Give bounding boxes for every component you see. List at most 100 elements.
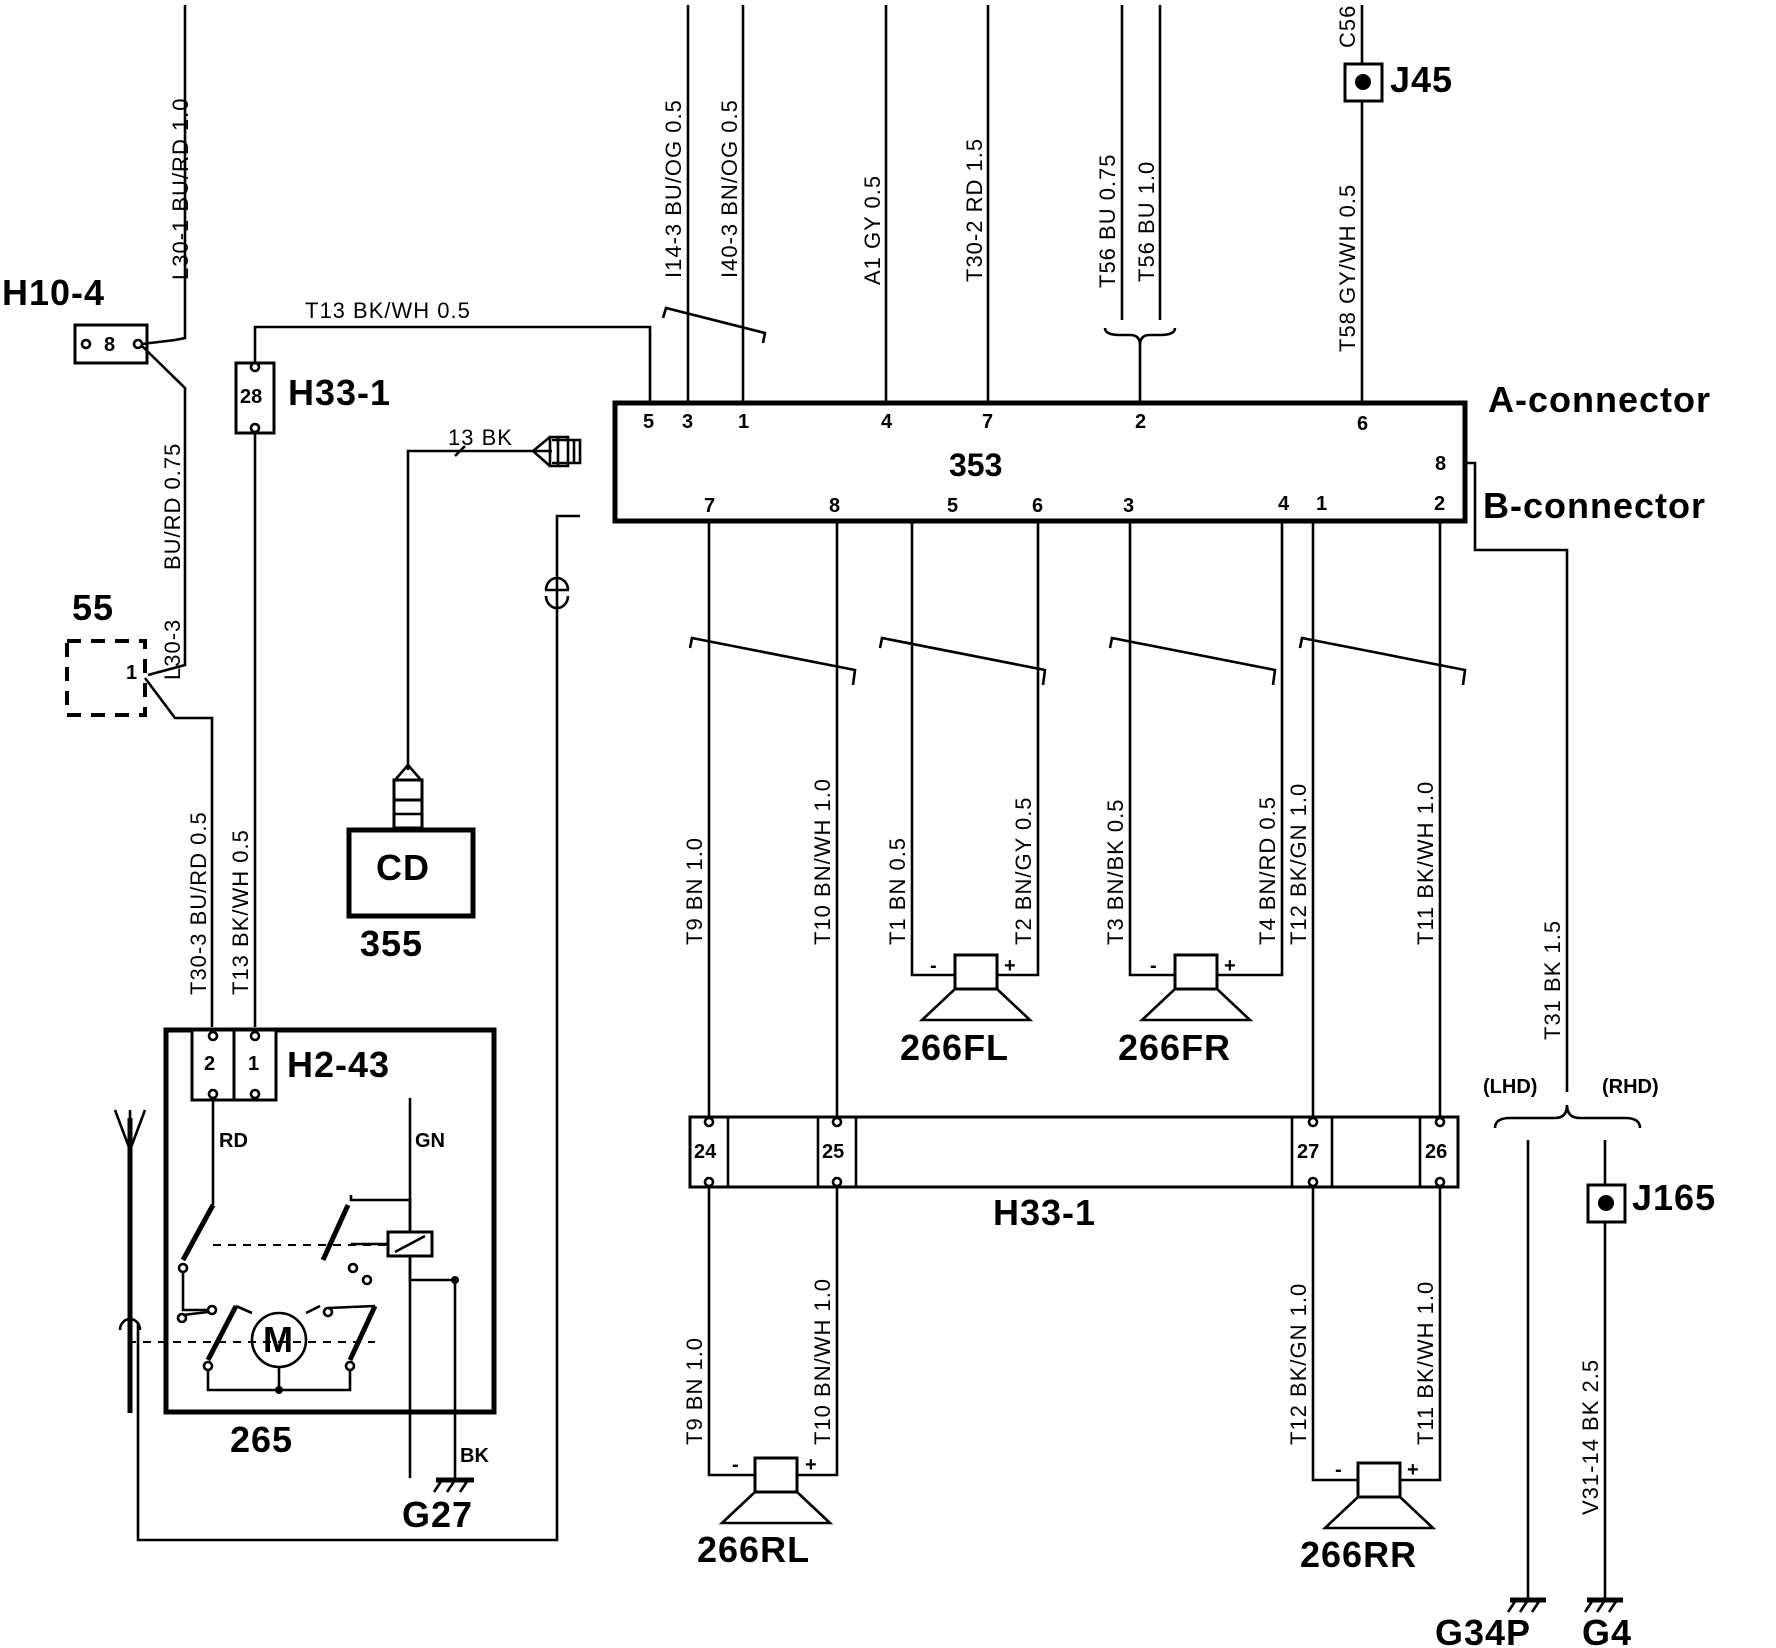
b-pin-8: 8 — [829, 495, 840, 517]
b-connector-label: B-connector — [1483, 485, 1706, 526]
cd-plug-connector — [530, 435, 582, 468]
wire-bu-rd-075: BU/RD 0.75 — [160, 443, 185, 570]
a-pin-1: 1 — [738, 411, 749, 433]
lhd-label: (LHD) — [1483, 1076, 1537, 1098]
speaker-rl-plus: + — [805, 1454, 817, 1476]
wire-i14-3: I14-3 BU/OG 0.5 — [661, 99, 686, 278]
speaker-rl-minus: - — [732, 1454, 739, 1476]
wire-t2: T2 BN/GY 0.5 — [1011, 796, 1036, 945]
b-pin-7: 7 — [704, 495, 715, 517]
wire-l30-1: L30-1 BU/RD 1.0 — [168, 97, 193, 280]
wire-t4: T4 BN/RD 0.5 — [1255, 796, 1280, 945]
ground-g27-label: G27 — [402, 1494, 473, 1535]
wire-t12-lower: T12 BK/GN 1.0 — [1286, 1283, 1311, 1445]
wire-t13-top: T13 BK/WH 0.5 — [305, 298, 471, 323]
h33-1-bottom-label: H33-1 — [993, 1192, 1096, 1233]
b-pin-3: 3 — [1123, 495, 1134, 517]
a-pin-7: 7 — [982, 411, 993, 433]
speaker-fr-plus: + — [1224, 955, 1236, 977]
motor-pin-2: 2 — [204, 1053, 215, 1075]
speaker-rr-minus: - — [1335, 1459, 1342, 1481]
wire-t1: T1 BN 0.5 — [885, 837, 910, 945]
h33-pin-26: 26 — [1425, 1141, 1447, 1163]
speaker-fr-minus: - — [1150, 955, 1157, 977]
junction-j165: J165 — [1586, 1177, 1716, 1224]
wire-t56-a: T56 BU 0.75 — [1095, 153, 1120, 288]
wire-t11-lower: T11 BK/WH 1.0 — [1413, 1281, 1438, 1445]
junction-j165-label: J165 — [1632, 1177, 1716, 1218]
a-pin-8: 8 — [1435, 453, 1446, 475]
ground-g34p-label: G34P — [1435, 1612, 1531, 1648]
motor-m-label: M — [263, 1319, 294, 1360]
wire-l30-3: L30-3 — [160, 619, 185, 680]
a-connector-label: A-connector — [1488, 379, 1711, 420]
a-pin-6: 6 — [1357, 413, 1368, 435]
wire-t9-upper: T9 BN 1.0 — [682, 837, 707, 945]
rhd-label: (RHD) — [1602, 1076, 1659, 1098]
lhd-rhd-branch: (LHD) (RHD) — [1483, 1076, 1659, 1598]
a-pin-5: 5 — [643, 411, 654, 433]
b-pin-1: 1 — [1316, 493, 1327, 515]
h2-43-label: H2-43 — [287, 1044, 390, 1085]
speaker-266rl: - + 266RL — [697, 1454, 834, 1570]
wire-t31: T31 BK 1.5 — [1540, 920, 1565, 1040]
h33-1-top-label: H33-1 — [288, 372, 391, 413]
h10-4-pin: 8 — [104, 334, 115, 356]
ground-g34p: G34P — [1435, 1597, 1546, 1648]
speaker-rl-label: 266RL — [697, 1529, 810, 1570]
wire-i40-3: I40-3 BN/OG 0.5 — [717, 99, 742, 278]
ground-g4-label: G4 — [1582, 1612, 1632, 1648]
h33-1-bottom-connector: 24 25 27 26 H33-1 — [688, 1115, 1460, 1233]
b-pin-5: 5 — [947, 495, 958, 517]
speaker-rr-label: 266RR — [1300, 1534, 1417, 1575]
h33-pin-25: 25 — [822, 1141, 844, 1163]
b-pin-4: 4 — [1278, 493, 1290, 515]
radio-353: 353 A-connector B-connector 5 3 1 4 7 2 … — [612, 379, 1711, 526]
wire-t10-lower: T10 BN/WH 1.0 — [810, 1278, 835, 1445]
wire-t10-upper: T10 BN/WH 1.0 — [810, 778, 835, 945]
junction-j45-label: J45 — [1390, 59, 1453, 100]
ground-g4: G4 — [1582, 1597, 1632, 1648]
component-55: 1 55 — [65, 587, 147, 717]
cd-number: 355 — [360, 923, 423, 964]
motor-pin-1: 1 — [248, 1053, 259, 1075]
speaker-266rr: - + 266RR — [1300, 1459, 1437, 1575]
speaker-266fr: - + 266FR — [1118, 953, 1254, 1068]
h33-1-top-pin: 28 — [240, 386, 262, 408]
speaker-fr-label: 266FR — [1118, 1027, 1231, 1068]
h33-1-top-connector: T13 BK/WH 0.5 28 H33-1 — [234, 298, 652, 435]
radio-label: 353 — [949, 447, 1002, 483]
ground-g27: BK G27 — [402, 1280, 489, 1535]
h33-pin-27: 27 — [1297, 1141, 1319, 1163]
motor-number: 265 — [230, 1419, 293, 1460]
wire-t30-3: T30-3 BU/RD 0.5 — [186, 811, 211, 995]
speaker-rr-plus: + — [1407, 1459, 1419, 1481]
wire-t30-2: T30-2 RD 1.5 — [962, 138, 987, 282]
wire-t11-upper: T11 BK/WH 1.0 — [1413, 781, 1438, 945]
a-pin-4: 4 — [881, 411, 893, 433]
cd-changer: CD 355 — [346, 763, 476, 964]
wire-t56-b: T56 BU 1.0 — [1134, 161, 1159, 282]
speaker-fl-plus: + — [1004, 955, 1016, 977]
speaker-fl-label: 266FL — [900, 1027, 1009, 1068]
wire-t58: T58 GY/WH 0.5 — [1335, 184, 1360, 352]
h33-pin-24: 24 — [694, 1141, 717, 1163]
component-55-pin: 1 — [126, 662, 137, 684]
antenna-motor-265: 2 1 H2-43 RD GN M — [128, 1027, 497, 1478]
component-55-label: 55 — [72, 587, 114, 628]
b-pin-2: 2 — [1434, 493, 1445, 515]
h10-4-label: H10-4 — [2, 272, 105, 313]
cd-label: CD — [376, 847, 430, 888]
antenna-mast — [113, 1109, 147, 1413]
wire-gn-label: GN — [415, 1130, 445, 1152]
wire-t13-left: T13 BK/WH 0.5 — [228, 829, 253, 995]
a-pin-2: 2 — [1135, 411, 1146, 433]
junction-j45: J45 — [1343, 59, 1453, 103]
wire-t12-upper: T12 BK/GN 1.0 — [1286, 783, 1311, 945]
wire-13-bk: 13 BK — [448, 425, 513, 450]
b-pin-6: 6 — [1032, 495, 1043, 517]
h10-4-connector: 8 H10-4 — [2, 272, 149, 365]
wire-bk-label: BK — [460, 1445, 489, 1467]
speaker-fl-minus: - — [930, 955, 937, 977]
wire-t3: T3 BN/BK 0.5 — [1103, 798, 1128, 945]
